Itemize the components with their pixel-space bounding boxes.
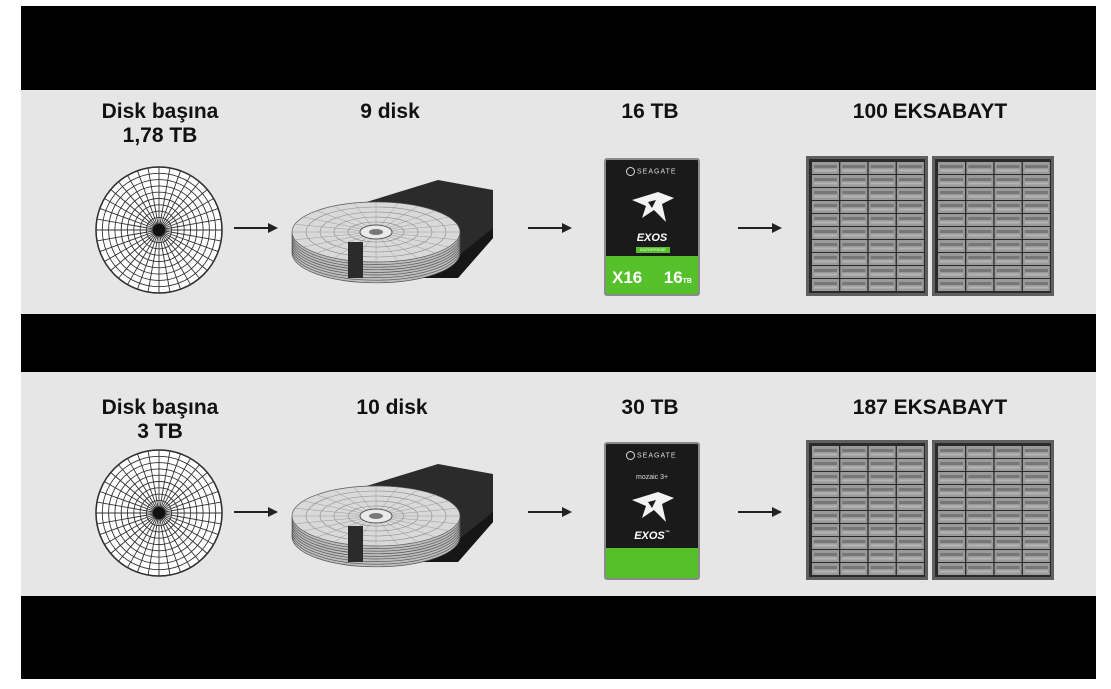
row-1-platter-label-line2: 1,78 TB (122, 124, 198, 147)
row-2-platter-icon (95, 449, 223, 577)
row-2-server-rack-right-icon (932, 440, 1054, 580)
row-2-platter-label-line2: 3 TB (137, 420, 183, 443)
exos-emblem-icon (632, 492, 674, 522)
row-2-rack-label: 187 EKSABAYT (852, 396, 1008, 419)
row-2-arrow-1-icon (234, 507, 278, 517)
enterprise-strip: ENTERPRISE (636, 247, 670, 253)
row-2-server-rack-left-icon (806, 440, 928, 580)
row-2-arrow-3-icon (738, 507, 782, 517)
mozaic-text: mozaic 3+ (636, 474, 669, 481)
row-2-arrow-2-icon (528, 507, 572, 517)
exos-emblem-icon (632, 192, 674, 222)
row-1-stack-label: 9 disk (360, 100, 420, 123)
row-2-drive-label: 30 TB (621, 396, 679, 419)
row-2-platter-label-line1: Disk başına (101, 396, 219, 419)
row-1-platter-icon (95, 166, 223, 294)
row-2-hard-drive-icon: SEAGATE mozaic 3+ EXOS™ (604, 442, 700, 580)
row-1-arrow-2-icon (528, 223, 572, 233)
middle-black-bar (21, 314, 1096, 372)
row-1-disk-stack-icon (291, 180, 493, 284)
model-x16: X16 (612, 268, 643, 287)
row-2-disk-stack-icon (291, 464, 493, 568)
seagate-logo: SEAGATE (626, 451, 677, 460)
row-2-exos-text: EXOS™ (634, 530, 670, 542)
seagate-logo: SEAGATE (626, 167, 677, 176)
row-1-hard-drive-icon: SEAGATE EXOS ENTERPRISE X16 16TB (604, 158, 700, 296)
row-1-server-rack-right-icon (932, 156, 1054, 296)
row-2-platter-label: Disk başına 3 TB (80, 396, 240, 444)
row-1-rack-label: 100 EKSABAYT (852, 100, 1008, 123)
row-1-arrow-1-icon (234, 223, 278, 233)
capacity-16: 16TB (663, 268, 692, 287)
top-black-bar (21, 6, 1096, 90)
row-1-drive-label: 16 TB (621, 100, 679, 123)
row-1-server-rack-left-icon (806, 156, 928, 296)
row-1-exos-text: EXOS (636, 232, 668, 244)
row-1-platter-label: Disk başına 1,78 TB (80, 100, 240, 148)
bottom-black-bar (21, 596, 1096, 679)
row-1-platter-label-line1: Disk başına (101, 100, 219, 123)
row-1-arrow-3-icon (738, 223, 782, 233)
green-band (606, 548, 698, 578)
row-2-stack-label: 10 disk (356, 396, 428, 419)
green-band: X16 16TB (606, 256, 698, 294)
